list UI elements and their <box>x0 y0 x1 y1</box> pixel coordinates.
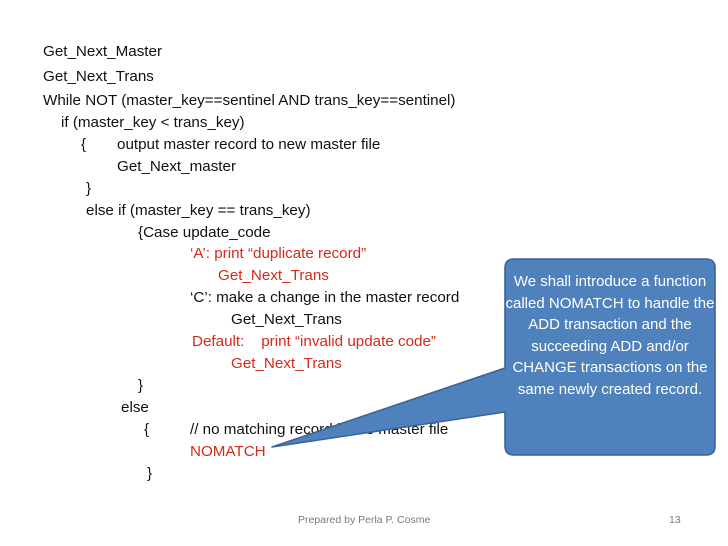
code-line-open-brace-3: { <box>144 421 150 438</box>
code-line-output-master: output master record to new master file <box>117 136 381 153</box>
code-line-while: While NOT (master_key==sentinel AND tran… <box>43 92 456 109</box>
code-line-get-next-trans: Get_Next_Trans <box>43 68 154 85</box>
code-line-open-brace-1: { <box>81 136 87 153</box>
code-line-if: if (master_key < trans_key) <box>61 114 245 131</box>
code-line-get-next-master-inner: Get_Next_master <box>117 158 237 175</box>
code-line-nomatch: NOMATCH <box>190 443 266 460</box>
page-number: 13 <box>669 514 681 526</box>
footer-credit: Prepared by Perla P. Cosme <box>298 514 431 526</box>
code-line-case-c-next: Get_Next_Trans <box>231 311 342 328</box>
callout-shape <box>271 258 716 456</box>
code-line-get-next-master: Get_Next_Master <box>43 43 163 60</box>
code-line-else-if: else if (master_key == trans_key) <box>86 202 311 219</box>
code-line-close-brace-3: } <box>147 465 153 482</box>
code-line-case-a: ‘A’: print “duplicate record” <box>190 245 367 262</box>
code-line-else: else <box>121 399 149 416</box>
code-line-close-brace-1: } <box>86 180 92 197</box>
code-line-case-c: ‘C’: make a change in the master record <box>190 289 460 306</box>
code-line-case: {Case update_code <box>138 224 271 241</box>
code-line-case-a-next: Get_Next_Trans <box>218 267 329 284</box>
code-line-default: Default: print “invalid update code” <box>192 333 436 350</box>
callout-text: We shall introduce a function called NOM… <box>505 273 715 398</box>
code-line-default-next: Get_Next_Trans <box>231 355 342 372</box>
code-line-close-brace-2: } <box>138 377 144 394</box>
